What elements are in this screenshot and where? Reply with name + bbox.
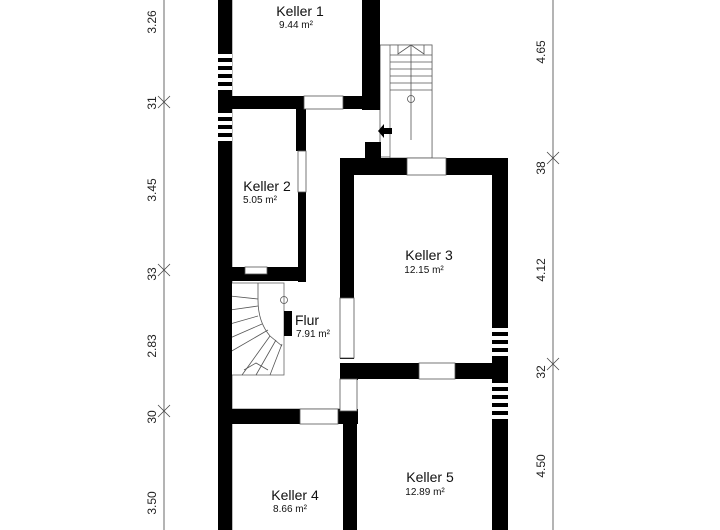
dim-right-2: 38 — [534, 161, 548, 175]
dim-left-3: 3.45 — [145, 178, 159, 202]
dim-left-5: 2.83 — [145, 334, 159, 358]
room-keller-4-area: 8.66 m² — [273, 504, 308, 515]
inner-staircase — [229, 282, 288, 376]
left-hatched-walls — [214, 54, 232, 141]
dimension-lines — [157, 0, 560, 530]
dim-right-5: 4.50 — [534, 454, 548, 478]
outdoor-staircase — [389, 44, 433, 159]
room-labels: Keller 1 9.44 m² Keller 2 5.05 m² Keller… — [243, 3, 454, 515]
dim-right-4: 32 — [534, 365, 548, 379]
room-keller-3-name: Keller 3 — [405, 247, 453, 263]
dim-right-1: 4.65 — [534, 40, 548, 64]
dim-left-4: 33 — [145, 267, 159, 281]
dim-left-6: 30 — [145, 410, 159, 424]
windows — [244, 95, 456, 425]
left-dimension-ticks — [157, 95, 171, 418]
room-keller-2-area: 5.05 m² — [243, 195, 278, 206]
room-keller-5-name: Keller 5 — [406, 469, 454, 485]
room-keller-1-name: Keller 1 — [276, 3, 324, 19]
left-dimension-labels: 3.26 31 3.45 33 2.83 30 3.50 — [145, 10, 159, 515]
dim-left-2: 31 — [145, 96, 159, 110]
room-keller-2-name: Keller 2 — [243, 178, 291, 194]
room-keller-1-area: 9.44 m² — [279, 20, 314, 31]
walls — [218, 0, 508, 530]
dim-left-7: 3.50 — [145, 491, 159, 515]
entrance-arrow-icon — [378, 124, 392, 138]
right-hatched-walls — [488, 328, 510, 419]
room-flur-area: 7.91 m² — [296, 329, 331, 340]
right-dimension-labels: 4.65 38 4.12 32 4.50 — [534, 40, 548, 478]
dim-right-3: 4.12 — [534, 258, 548, 282]
room-keller-4-name: Keller 4 — [271, 487, 319, 503]
room-flur-name: Flur — [295, 312, 319, 328]
room-keller-5-area: 12.89 m² — [405, 487, 445, 498]
staircase-icon — [407, 95, 415, 103]
right-dimension-ticks — [546, 151, 560, 371]
dim-left-1: 3.26 — [145, 10, 159, 34]
room-keller-3-area: 12.15 m² — [404, 265, 444, 276]
